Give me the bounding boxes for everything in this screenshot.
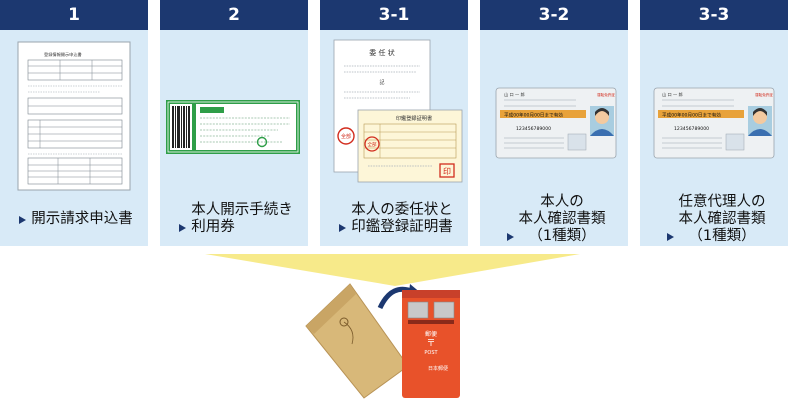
step-card-1: 1 登録情報開示申込書 開示請求申込書: [0, 0, 148, 246]
application-form-image: 登録情報開示申込書: [17, 41, 131, 191]
triangle-arrow-icon: [506, 232, 514, 241]
step-number: 3-1: [320, 0, 468, 30]
step-label: 本人の 本人確認書類 （1種類）: [488, 193, 624, 244]
triangle-arrow-icon: [19, 215, 27, 224]
label-line: （1種類）: [528, 227, 596, 244]
mailbox-label-top: 郵便: [425, 330, 437, 338]
certificate-title: 印鑑登録証明書: [396, 114, 432, 122]
step-number: 3-2: [480, 0, 628, 30]
mailbox-post-label: POST: [424, 350, 438, 356]
step-card-3-1: 3-1 委 任 状 記 全部 印鑑登録証明書 全部 印 本人の委任状と 印鑑登録…: [320, 0, 468, 246]
form-title: 登録情報開示申込書: [44, 51, 82, 58]
label-line: 印鑑登録証明書: [351, 219, 453, 235]
label-line: 本人確認書類: [518, 210, 606, 227]
letter-mark: 記: [379, 79, 384, 86]
portrait-icon: [595, 110, 609, 124]
step-label: 本人開示手続き 利用券: [168, 196, 304, 242]
drivers-license-image: 山 口 一 郎 平成00年00月00日まで有効 123456789000 運転免…: [653, 87, 775, 159]
step-label: 任意代理人の 本人確認書類 （1種類）: [648, 193, 784, 244]
funnel-shape: [205, 254, 580, 286]
step-card-2: 2 本人開示手続き 利用券: [160, 0, 308, 246]
seal-text: 全部: [341, 133, 351, 140]
label-line: 本人の委任状と: [351, 202, 453, 218]
label-line: 本人確認書類: [678, 210, 766, 227]
seal-stamp-icon: [337, 127, 355, 145]
step-card-3-3: 3-3 山 口 一 郎 平成00年00月00日まで有効 123456789000…: [640, 0, 788, 246]
letter-title: 委 任 状: [369, 48, 394, 57]
step-label: 本人の委任状と 印鑑登録証明書: [328, 196, 464, 242]
triangle-arrow-icon: [666, 232, 674, 241]
license-expiry: 平成00年00月00日まで有効: [504, 112, 563, 119]
step-card-3-2: 3-2 山 口 一 郎 平成00年00月00日まで有効 123456789000…: [480, 0, 628, 246]
mail-illustration: 郵便 〒 POST 日本郵便: [205, 254, 580, 399]
step-label: 開示請求申込書: [8, 196, 144, 242]
mailbox-logo: 日本郵便: [428, 365, 448, 372]
portrait-icon: [753, 110, 767, 124]
official-seal-icon: [439, 163, 455, 178]
svg-text:印: 印: [443, 167, 451, 176]
power-of-attorney-image: 委 任 状 記 全部 印鑑登録証明書 全部 印: [333, 39, 463, 183]
label-line: 本人開示手続き: [191, 202, 293, 218]
license-name: 山 口 一 郎: [504, 91, 525, 98]
usage-ticket-image: [166, 100, 300, 154]
label-line: 本人の: [540, 193, 584, 210]
mailbox-icon: 郵便 〒 POST 日本郵便: [402, 290, 460, 398]
license-expiry: 平成00年00月00日まで有効: [662, 112, 721, 119]
drivers-license-image: 山 口 一 郎 平成00年00月00日まで有効 123456789000 運転免…: [495, 87, 617, 159]
triangle-arrow-icon: [179, 224, 187, 232]
barcode-icon: [172, 106, 190, 148]
label-line: 任意代理人の: [678, 193, 766, 210]
license-name: 山 口 一 郎: [662, 91, 683, 98]
license-category: 運転免許証: [597, 92, 615, 97]
step-number: 3-3: [640, 0, 788, 30]
svg-text:全部: 全部: [368, 141, 377, 148]
label-line: 開示請求申込書: [31, 210, 133, 227]
step-number: 1: [0, 0, 148, 30]
license-category: 運転免許証: [755, 92, 773, 97]
license-number: 123456789000: [674, 126, 709, 132]
label-line: 利用券: [191, 219, 235, 235]
envelope-icon: [305, 283, 409, 399]
step-number: 2: [160, 0, 308, 30]
license-number: 123456789000: [516, 126, 551, 132]
label-line: （1種類）: [688, 227, 756, 244]
triangle-arrow-icon: [339, 224, 347, 232]
postal-mark-icon: 〒: [426, 339, 435, 349]
